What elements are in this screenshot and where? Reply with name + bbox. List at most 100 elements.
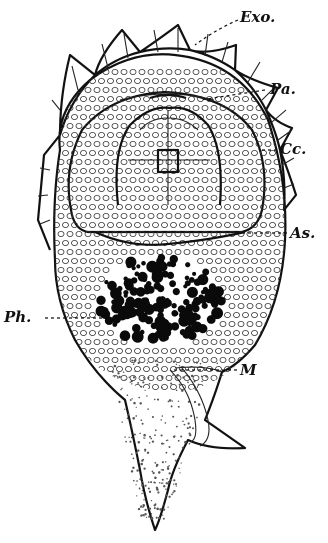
pore [265,177,271,182]
phaeodium-blob [132,331,144,343]
pore [108,96,114,101]
pore [171,150,177,155]
pore [76,375,82,380]
pore [211,249,217,254]
pore [112,123,118,128]
stipple-dot [196,361,198,363]
pore [220,141,226,146]
pore [234,276,240,281]
pore [243,150,249,155]
pore [144,222,150,227]
pore [207,384,213,389]
pore [247,177,253,182]
pore [67,339,73,344]
pore [243,312,249,317]
pore [270,348,276,353]
phaeodium-blob [154,319,165,330]
pore [126,222,132,227]
pore [216,114,222,119]
pore [157,213,163,218]
pore [193,141,199,146]
pore [261,132,267,137]
pore [162,78,168,83]
pore [202,195,208,200]
stipple-dot [134,371,135,372]
stipple-dot [194,362,196,364]
pore [108,348,114,353]
stipple-dot [156,464,158,466]
pore [243,186,249,191]
pore [202,141,208,146]
phaeodium-blob [102,308,107,313]
pore [90,384,96,389]
pore [261,384,267,389]
pore [49,339,55,344]
phaeodium-blob [141,261,146,266]
pore [225,186,231,191]
pore [198,78,204,83]
stipple-dot [148,487,150,489]
pore [148,357,154,362]
pore [279,384,285,389]
pore [198,132,204,137]
phaeodium-blob [157,261,167,271]
stipple-dot [131,380,133,382]
pore [90,168,96,173]
pore [90,330,96,335]
stipple-dot [151,500,152,501]
pore [265,213,271,218]
phaeodium-blob [171,303,176,308]
stipple-dot [175,483,177,485]
stipple-dot [156,487,158,489]
pore [139,69,145,74]
stipple-dot [158,517,160,519]
pore [216,240,222,245]
stipple-dot [184,424,186,426]
pore [261,366,267,371]
stipple-dot [136,495,137,496]
stipple-dot [157,491,159,493]
label-pa: Pa. [269,80,296,98]
stipple-dot [144,509,146,511]
pore [256,375,262,380]
phaeodium-blob [115,296,123,304]
pore [229,375,235,380]
stipple-dot [184,441,187,444]
pore [184,213,190,218]
pore [247,213,253,218]
pore [81,294,87,299]
stipple-dot [165,461,166,462]
pore [252,240,258,245]
pore [121,195,127,200]
pore [90,348,96,353]
pore [225,258,231,263]
stipple-dot [160,419,162,421]
pore [270,384,276,389]
stipple-dot [121,388,122,389]
pore [81,312,87,317]
pore [225,150,231,155]
pore [130,87,136,92]
pore [225,294,231,299]
stipple-dot [173,361,175,363]
pore [189,132,195,137]
pore [54,348,60,353]
pore [234,168,240,173]
stipple-dot [127,417,129,419]
pore [207,330,213,335]
phaeodium-blob [200,296,208,304]
pore [274,357,280,362]
pore [112,69,118,74]
pore [193,105,199,110]
pore [94,105,100,110]
pore [90,186,96,191]
pore [49,105,55,110]
pore [247,285,253,290]
pore [67,267,73,272]
phaeodium-blob [206,298,211,303]
stipple-dot [176,364,177,365]
pore [81,276,87,281]
pore [225,276,231,281]
stipple-dot [161,387,163,389]
stipple-dot [186,418,188,420]
